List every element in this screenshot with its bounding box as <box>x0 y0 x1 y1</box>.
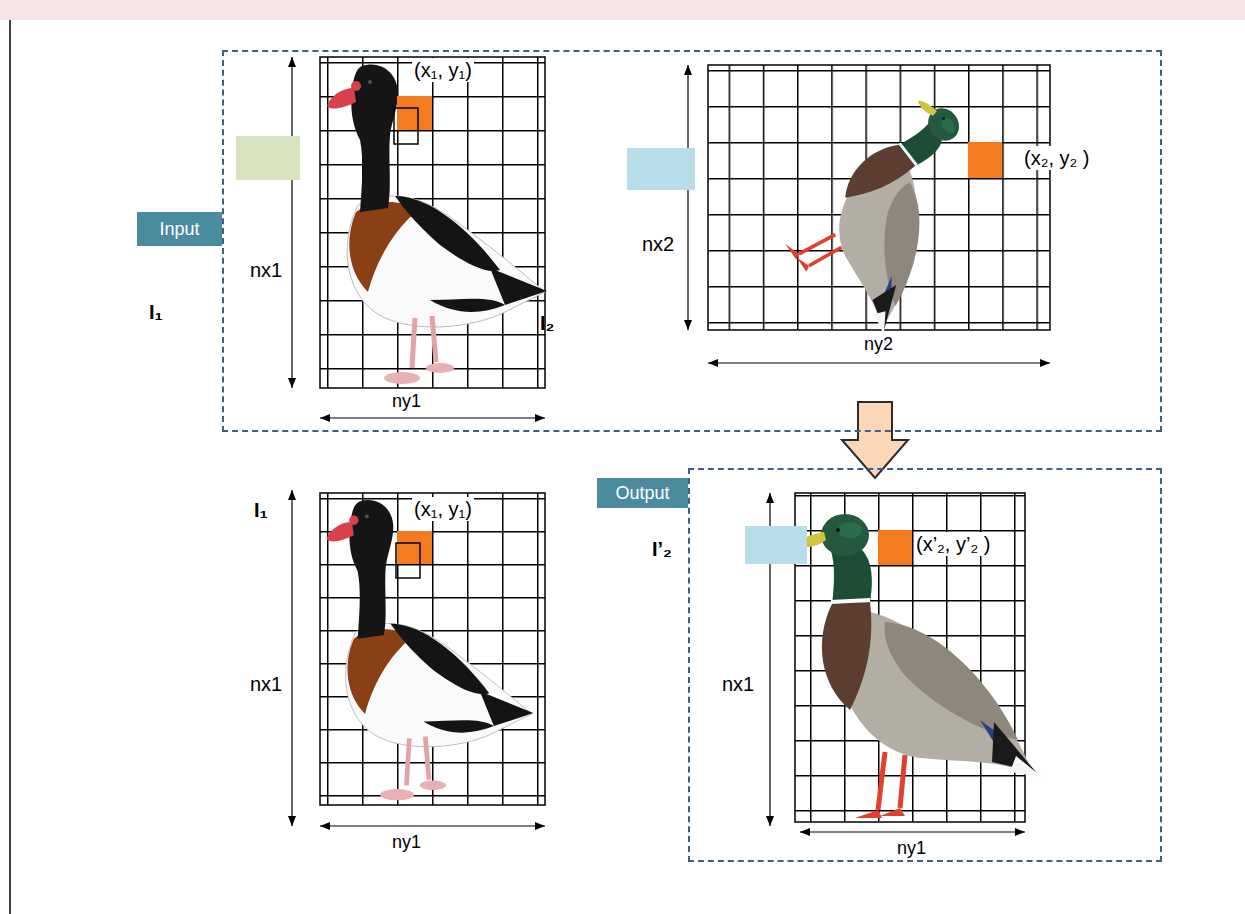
pixel-cell <box>878 530 912 565</box>
dimension-arrow <box>708 362 1050 363</box>
image-grid <box>320 493 545 805</box>
image-grid <box>320 57 545 388</box>
image-label-box: I’₂ <box>745 526 807 564</box>
patch-outline <box>396 543 420 578</box>
region-tag: Input <box>137 212 222 246</box>
shelduck <box>347 196 545 327</box>
image-label-box: I₂ <box>627 148 695 190</box>
shelduck <box>327 64 547 384</box>
dimension-arrow <box>291 57 292 388</box>
shelduck <box>368 80 372 84</box>
coordinate-label: (x’₂, y’₂ ) <box>914 532 992 556</box>
coordinate-label: (x₁, y₁) <box>412 497 474 521</box>
dimension-arrow <box>800 831 1025 832</box>
image-label-box: I₁ <box>236 136 300 180</box>
region-box: InputI₁I₂ <box>222 50 1162 432</box>
coordinate-label: (x₂, y₂ ) <box>1022 146 1092 170</box>
shelduck <box>426 363 454 373</box>
shelduck <box>490 268 547 305</box>
dimension-arrow <box>292 57 1050 832</box>
dimension-arrow <box>320 417 545 418</box>
dimension-arrow <box>320 825 545 826</box>
shelduck <box>351 64 398 212</box>
flow-arrow <box>842 402 908 478</box>
shelduck <box>327 88 356 109</box>
region-tag: Output <box>597 478 688 508</box>
dimension-arrow <box>687 65 688 330</box>
mallard-duck <box>796 514 1042 818</box>
shelduck <box>384 372 420 384</box>
shelduck <box>327 500 534 800</box>
pixel-cell <box>397 531 432 564</box>
region-box: OutputI’₂ <box>688 468 1162 862</box>
image-name: I₁ <box>149 301 213 335</box>
shelduck <box>412 316 436 368</box>
dimension-arrow <box>291 490 292 826</box>
image-grid <box>320 493 545 805</box>
dimension-label: ny1 <box>390 832 423 854</box>
pixel-cell <box>397 96 432 130</box>
dimension-label: nx1 <box>720 672 756 696</box>
dimension-label: nx1 <box>248 258 284 282</box>
frame-line <box>9 20 11 914</box>
dimension-label: nx2 <box>640 232 676 256</box>
image-grid <box>320 57 545 388</box>
image-name: I₁ <box>252 498 270 522</box>
image-name: I₂ <box>540 312 608 346</box>
mallard-duck <box>762 88 1035 351</box>
shelduck <box>395 196 500 271</box>
dimension-label: ny2 <box>862 334 895 356</box>
top-band <box>0 0 1245 20</box>
patch-outline <box>394 108 418 144</box>
coordinate-label: (x₁, y₁) <box>412 58 474 82</box>
image-name: I’₂ <box>652 538 714 568</box>
dimension-label: nx1 <box>248 672 284 696</box>
pixel-cell <box>968 142 1002 178</box>
dimension-label: ny1 <box>390 391 423 413</box>
shelduck <box>349 202 418 292</box>
shelduck <box>351 81 361 91</box>
dimension-label: ny1 <box>895 838 928 860</box>
shelduck <box>430 299 505 312</box>
